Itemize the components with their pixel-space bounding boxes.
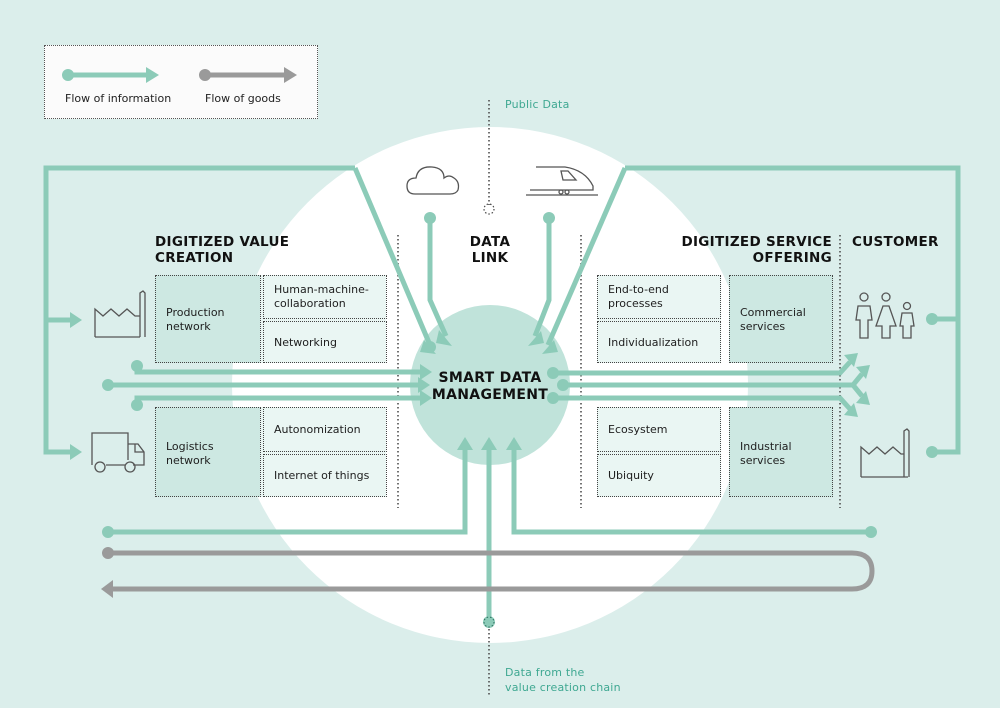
- box-industrial-services: Industrial services: [729, 407, 833, 497]
- heading-value-creation-line1: DIGITIZED VALUE: [155, 234, 290, 250]
- heading-service-offering-line2: OFFERING: [752, 250, 832, 266]
- box-ecosystem: Ecosystem: [597, 407, 721, 452]
- end-to-end-line1: End-to-end: [608, 283, 669, 296]
- logistics-network-line1: Logistics: [166, 440, 214, 453]
- heading-data-link-line1: DATA: [469, 234, 511, 250]
- train-icon: [526, 166, 598, 196]
- smart-data-management-label: SMART DATA MANAGEMENT: [410, 370, 570, 404]
- human-machine-line1: Human-machine-: [274, 283, 369, 296]
- legend: Flow of information Flow of goods: [44, 45, 318, 119]
- heading-service-offering-line1: DIGITIZED SERVICE: [681, 234, 832, 250]
- box-production-network: Production network: [155, 275, 261, 363]
- heading-value-creation-line2: CREATION: [155, 250, 234, 266]
- box-commercial-services: Commercial services: [729, 275, 833, 363]
- cloud-icon: [406, 166, 460, 195]
- industrial-line2: services: [740, 454, 786, 467]
- heading-data-link-line2: LINK: [471, 250, 509, 266]
- center-line1: SMART DATA: [438, 370, 542, 386]
- heading-value-creation: DIGITIZED VALUE CREATION: [155, 234, 289, 266]
- commercial-line2: services: [740, 320, 786, 333]
- legend-goods-label: Flow of goods: [205, 92, 281, 105]
- box-logistics-network: Logistics network: [155, 407, 261, 497]
- legend-info-label: Flow of information: [65, 92, 172, 105]
- box-fills: [155, 275, 833, 497]
- goods-flow: [101, 547, 875, 598]
- factory-customer-icon: [860, 428, 910, 478]
- heading-customer: CUSTOMER: [852, 234, 939, 250]
- truck-icon: [91, 432, 145, 473]
- ecosystem-label: Ecosystem: [608, 423, 668, 436]
- commercial-line1: Commercial: [740, 306, 806, 319]
- individualization-label: Individualization: [608, 336, 699, 349]
- box-human-machine: Human-machine- collaboration: [263, 275, 387, 319]
- autonomization-label: Autonomization: [274, 423, 361, 436]
- production-network-line1: Production: [166, 306, 225, 319]
- factory-icon: [94, 290, 146, 338]
- center-line2: MANAGEMENT: [431, 387, 549, 403]
- heading-service-offering: DIGITIZED SERVICE OFFERING: [660, 234, 832, 266]
- info-arrowheads: [70, 312, 870, 460]
- human-machine-line2: collaboration: [274, 297, 346, 310]
- production-network-line2: network: [166, 320, 211, 333]
- ubiquity-label: Ubiquity: [608, 469, 654, 482]
- end-to-end-line2: processes: [608, 297, 663, 310]
- value-chain-label-line2: value creation chain: [505, 681, 621, 694]
- industrial-line1: Industrial: [740, 440, 792, 453]
- iot-label: Internet of things: [274, 469, 370, 482]
- value-chain-label-line1: Data from the: [505, 666, 585, 679]
- heading-data-link: DATA LINK: [440, 234, 540, 266]
- logistics-network-line2: network: [166, 454, 211, 467]
- box-ubiquity: Ubiquity: [597, 454, 721, 497]
- box-individualization: Individualization: [597, 321, 721, 363]
- public-data-label: Public Data: [505, 98, 570, 111]
- public-data-node: [483, 203, 495, 215]
- box-end-to-end: End-to-end processes: [597, 275, 721, 319]
- box-autonomization: Autonomization: [263, 407, 387, 452]
- value-chain-node: [483, 616, 495, 628]
- box-networking: Networking: [263, 321, 387, 363]
- networking-label: Networking: [274, 336, 337, 349]
- family-icon: [855, 292, 915, 339]
- box-iot: Internet of things: [263, 454, 387, 497]
